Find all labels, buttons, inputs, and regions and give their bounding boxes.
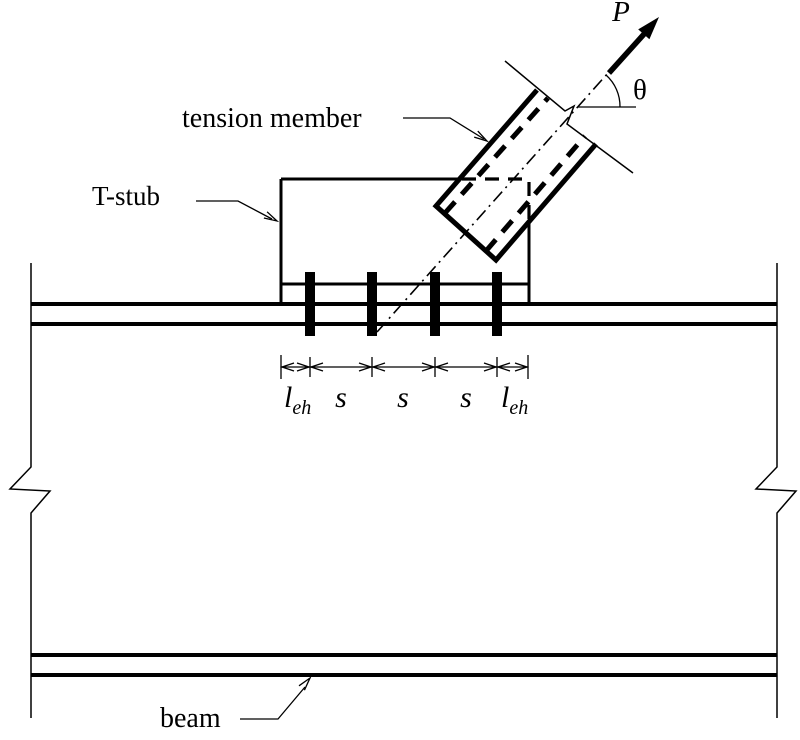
dimension-arrows-right-icon [296, 362, 530, 372]
dimension-label-edge-distance-right: leh [501, 381, 528, 419]
beam-outline [8, 263, 798, 718]
dim-subscript: eh [292, 397, 311, 419]
force-arrow-shaft [606, 31, 648, 75]
callout-beam: beam [160, 676, 312, 734]
dimension-label-spacing-1: s [335, 381, 347, 414]
callout-t-stub: T-stub [92, 181, 280, 223]
angle-label: θ [633, 74, 647, 106]
beam-right-break-line [754, 263, 798, 718]
dimension-string: leh s s s leh [279, 355, 530, 419]
dimension-label-spacing-2: s [397, 381, 409, 414]
force-arrow: P [606, 0, 659, 75]
dim-symbol: l [501, 381, 509, 414]
beam-leader-arrow-icon [298, 676, 312, 691]
force-label: P [611, 0, 630, 28]
beam-label: beam [160, 703, 221, 734]
bolt-group [305, 272, 502, 336]
tension-member-leader-line [403, 117, 485, 140]
angle-arc [605, 74, 621, 108]
tension-member-upper-hidden-line [443, 96, 550, 215]
t-stub-leader-line [196, 200, 273, 220]
dim-symbol: l [284, 381, 292, 414]
beam-leader-line [240, 686, 306, 720]
tension-member-break-line [504, 60, 634, 174]
t-stub-label: T-stub [92, 181, 160, 211]
force-arrowhead-icon [638, 17, 659, 40]
tension-member-leader-arrow-icon [474, 130, 490, 143]
member-centerline [376, 72, 609, 333]
tension-member-edges [432, 88, 598, 264]
beam-left-break-line [8, 263, 52, 718]
bolt-2 [367, 272, 377, 336]
tension-member-lower-hidden-line [484, 134, 587, 253]
dim-subscript: eh [509, 397, 528, 419]
t-stub-leader-arrow-icon [263, 211, 280, 223]
dimension-label-spacing-3: s [460, 381, 472, 414]
bolt-1 [305, 272, 315, 336]
tension-member-label: tension member [182, 103, 362, 134]
bolt-3 [430, 272, 440, 336]
angle-annotation: θ [578, 74, 647, 108]
tension-member-outline [432, 60, 634, 264]
bolt-4 [492, 272, 502, 336]
dimension-label-edge-distance-left: leh [284, 381, 311, 419]
callout-tension-member: tension member [182, 103, 490, 143]
t-stub-outline [279, 177, 531, 304]
